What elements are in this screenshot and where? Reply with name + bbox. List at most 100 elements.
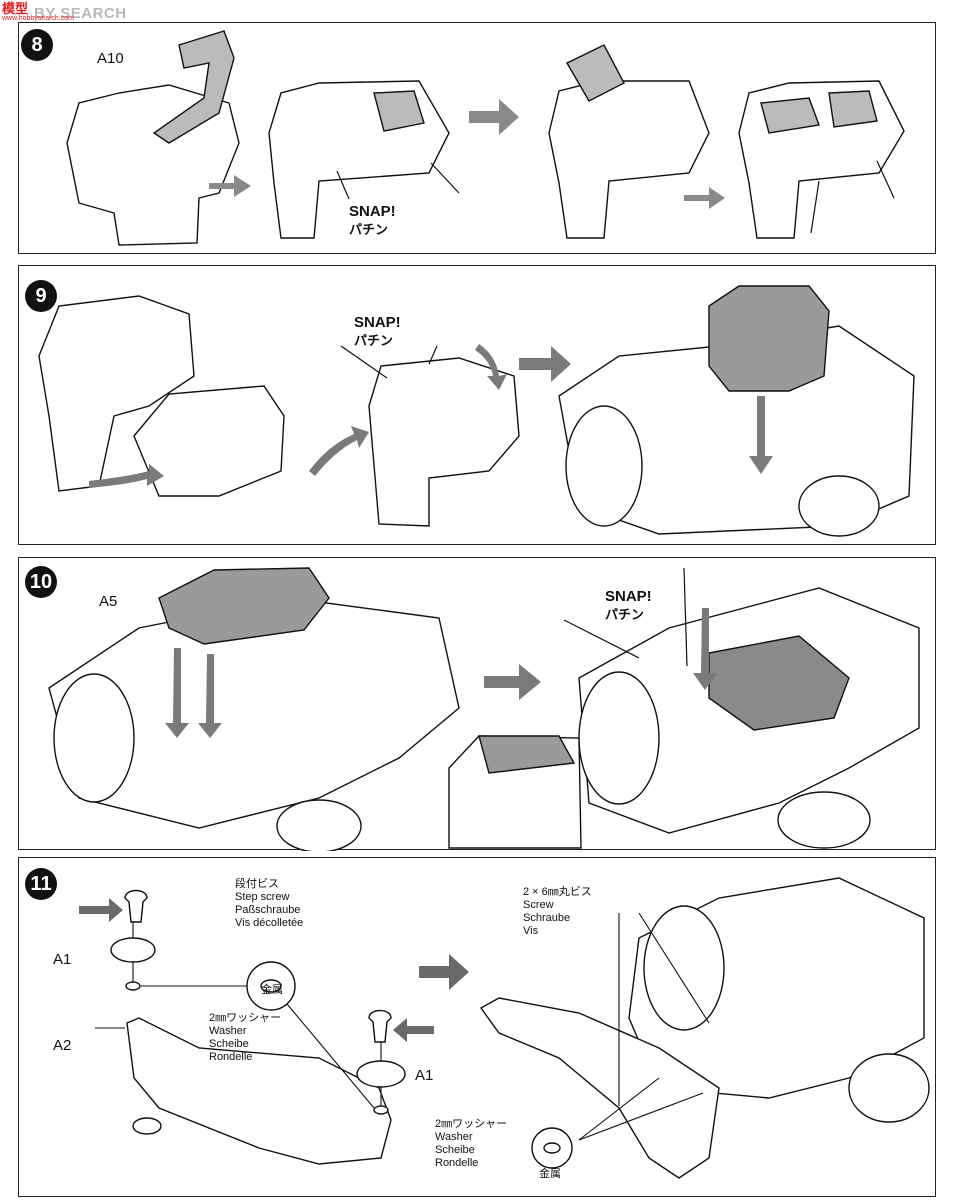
washer-left-fr: Rondelle bbox=[209, 1051, 253, 1063]
a1-roller-right bbox=[356, 1060, 406, 1088]
snap-text: SNAP! bbox=[354, 314, 401, 331]
step-8-arrow-1 bbox=[209, 175, 251, 197]
metal-washer-left-hole bbox=[260, 979, 282, 993]
step-11-arrow-next bbox=[419, 954, 469, 990]
a2-plate-mounted bbox=[479, 997, 720, 1179]
part-label-a1-right: A1 bbox=[415, 1067, 434, 1084]
step-10-arrow-next bbox=[484, 664, 541, 700]
step-10-down-arrow-2 bbox=[198, 654, 222, 738]
step-10-down-arrow-1 bbox=[165, 648, 189, 738]
screw-jp: 2 × 6㎜丸ビス bbox=[523, 886, 592, 898]
motor-holder-assembly bbox=[38, 295, 195, 492]
metal-label-left: 金属 bbox=[261, 984, 283, 996]
step-11-illustration bbox=[79, 877, 930, 1179]
screw-note: 2 × 6㎜丸ビス Screw Schraube Vis bbox=[523, 886, 592, 938]
clip-seated-2 bbox=[373, 90, 425, 132]
step-9-curved-arrow-top bbox=[475, 344, 507, 390]
step-8-panel: 8 A10 SNAP! パチン bbox=[18, 22, 936, 254]
a2-mount-hole bbox=[132, 1117, 162, 1135]
washer-right-fr: Rondelle bbox=[435, 1157, 479, 1169]
metal-washer-right-hole bbox=[543, 1142, 561, 1154]
motor-can bbox=[133, 385, 285, 497]
step-11-badge: 11 bbox=[25, 868, 57, 900]
rear-tire bbox=[798, 475, 880, 537]
step-9-snap-label: SNAP! パチン bbox=[354, 314, 401, 350]
step-10-panel: 10 A5 SNAP! パチン bbox=[18, 557, 936, 851]
detail-clip bbox=[478, 735, 576, 774]
step-10-illustration bbox=[48, 567, 920, 851]
snap-text-jp: パチン bbox=[605, 607, 645, 622]
clip-part-a10 bbox=[152, 30, 235, 144]
step-9-panel: 9 SNAP! パチン bbox=[18, 265, 936, 545]
step-9-illustration bbox=[38, 285, 915, 537]
part-label-a10: A10 bbox=[97, 50, 124, 67]
snap-text-jp: パチン bbox=[354, 333, 394, 348]
screw-en: Screw bbox=[523, 899, 554, 911]
snap-text: SNAP! bbox=[349, 203, 396, 220]
watermark-logo-sub: www.hobbysearch.com bbox=[2, 15, 74, 22]
cover-seated bbox=[708, 635, 850, 731]
step-9-badge: 9 bbox=[25, 280, 57, 312]
part-label-a2: A2 bbox=[53, 1037, 72, 1054]
a2-plate bbox=[126, 1017, 392, 1165]
washer-left-jp: 2㎜ワッシャー bbox=[209, 1012, 282, 1024]
step-screw-jp: 段付ビス bbox=[235, 878, 279, 890]
a1-roller-left bbox=[110, 937, 156, 963]
step-screw-left bbox=[124, 889, 148, 923]
part-label-a1-left: A1 bbox=[53, 951, 72, 968]
step-9-down-arrow bbox=[749, 396, 773, 474]
front-tire bbox=[565, 405, 643, 527]
step-11-panel: 11 段付ビス Step screw Paßschraube Vis décol… bbox=[18, 857, 936, 1197]
washer-note-right: 2㎜ワッシャー Washer Scheibe Rondelle bbox=[435, 1118, 507, 1170]
step-8-arrow-2 bbox=[469, 99, 519, 135]
washer-left-en: Washer bbox=[209, 1025, 247, 1037]
clip-seated-4 bbox=[760, 97, 820, 134]
metal-label-right: 金属 bbox=[539, 1168, 561, 1180]
motor-holder-3 bbox=[548, 80, 710, 239]
step-10-snap-label: SNAP! パチン bbox=[605, 588, 652, 624]
snap-text-jp: パチン bbox=[349, 222, 389, 237]
step-10-down-arrow-right bbox=[693, 608, 717, 690]
watermark-logo-text: 模型 bbox=[2, 1, 29, 16]
watermark: 模型 www.hobbysearch.com BY SEARCH bbox=[2, 2, 127, 24]
washer-left-de: Scheibe bbox=[209, 1038, 249, 1050]
cover-a5 bbox=[158, 567, 330, 645]
left-front-tire bbox=[53, 673, 135, 803]
watermark-site: BY SEARCH bbox=[34, 4, 127, 22]
left-rear-tire bbox=[276, 799, 362, 851]
assembled-rear-tire bbox=[848, 1053, 930, 1123]
washer-right-de: Scheibe bbox=[435, 1144, 475, 1156]
motor-seated-holder bbox=[368, 357, 520, 527]
washer-right-small bbox=[373, 1105, 389, 1115]
step-11-screw-arrow-right bbox=[393, 1018, 434, 1042]
washer-right-jp: 2㎜ワッシャー bbox=[435, 1118, 508, 1130]
step-10-badge: 10 bbox=[25, 566, 57, 598]
step-8-badge: 8 bbox=[21, 29, 53, 61]
step-screw-fr: Vis décolletée bbox=[235, 917, 304, 929]
step-screw-note: 段付ビス Step screw Paßschraube Vis décollet… bbox=[235, 878, 303, 930]
washer-note-left: 2㎜ワッシャー Washer Scheibe Rondelle bbox=[209, 1012, 281, 1064]
step-8-illustration bbox=[66, 30, 905, 246]
right-rear-tire bbox=[777, 791, 871, 849]
screw-fr: Vis bbox=[523, 925, 539, 937]
step-11-screw-arrow-left bbox=[79, 898, 123, 922]
clip-seated-4b bbox=[828, 90, 878, 128]
step-screw-right bbox=[368, 1009, 392, 1043]
washer-right-en: Washer bbox=[435, 1131, 473, 1143]
snap-text: SNAP! bbox=[605, 588, 652, 605]
washer-left-small bbox=[125, 981, 141, 991]
step-9-curved-arrow-left bbox=[89, 464, 164, 488]
step-8-snap-label: SNAP! パチン bbox=[349, 203, 396, 239]
motor-holder-drop bbox=[708, 285, 830, 392]
watermark-logo: 模型 www.hobbysearch.com bbox=[2, 1, 74, 24]
step-screw-de: Paßschraube bbox=[235, 904, 301, 916]
step-8-arrow-3 bbox=[684, 187, 725, 209]
clip-part-3 bbox=[566, 44, 625, 102]
right-front-tire bbox=[578, 671, 660, 805]
step-9-arrow-next bbox=[519, 346, 571, 382]
part-label-a5: A5 bbox=[99, 593, 118, 610]
step-9-curved-arrow-mid bbox=[309, 426, 369, 476]
screw-de: Schraube bbox=[523, 912, 571, 924]
step-screw-en: Step screw bbox=[235, 891, 290, 903]
assembled-front-tire bbox=[643, 905, 725, 1031]
